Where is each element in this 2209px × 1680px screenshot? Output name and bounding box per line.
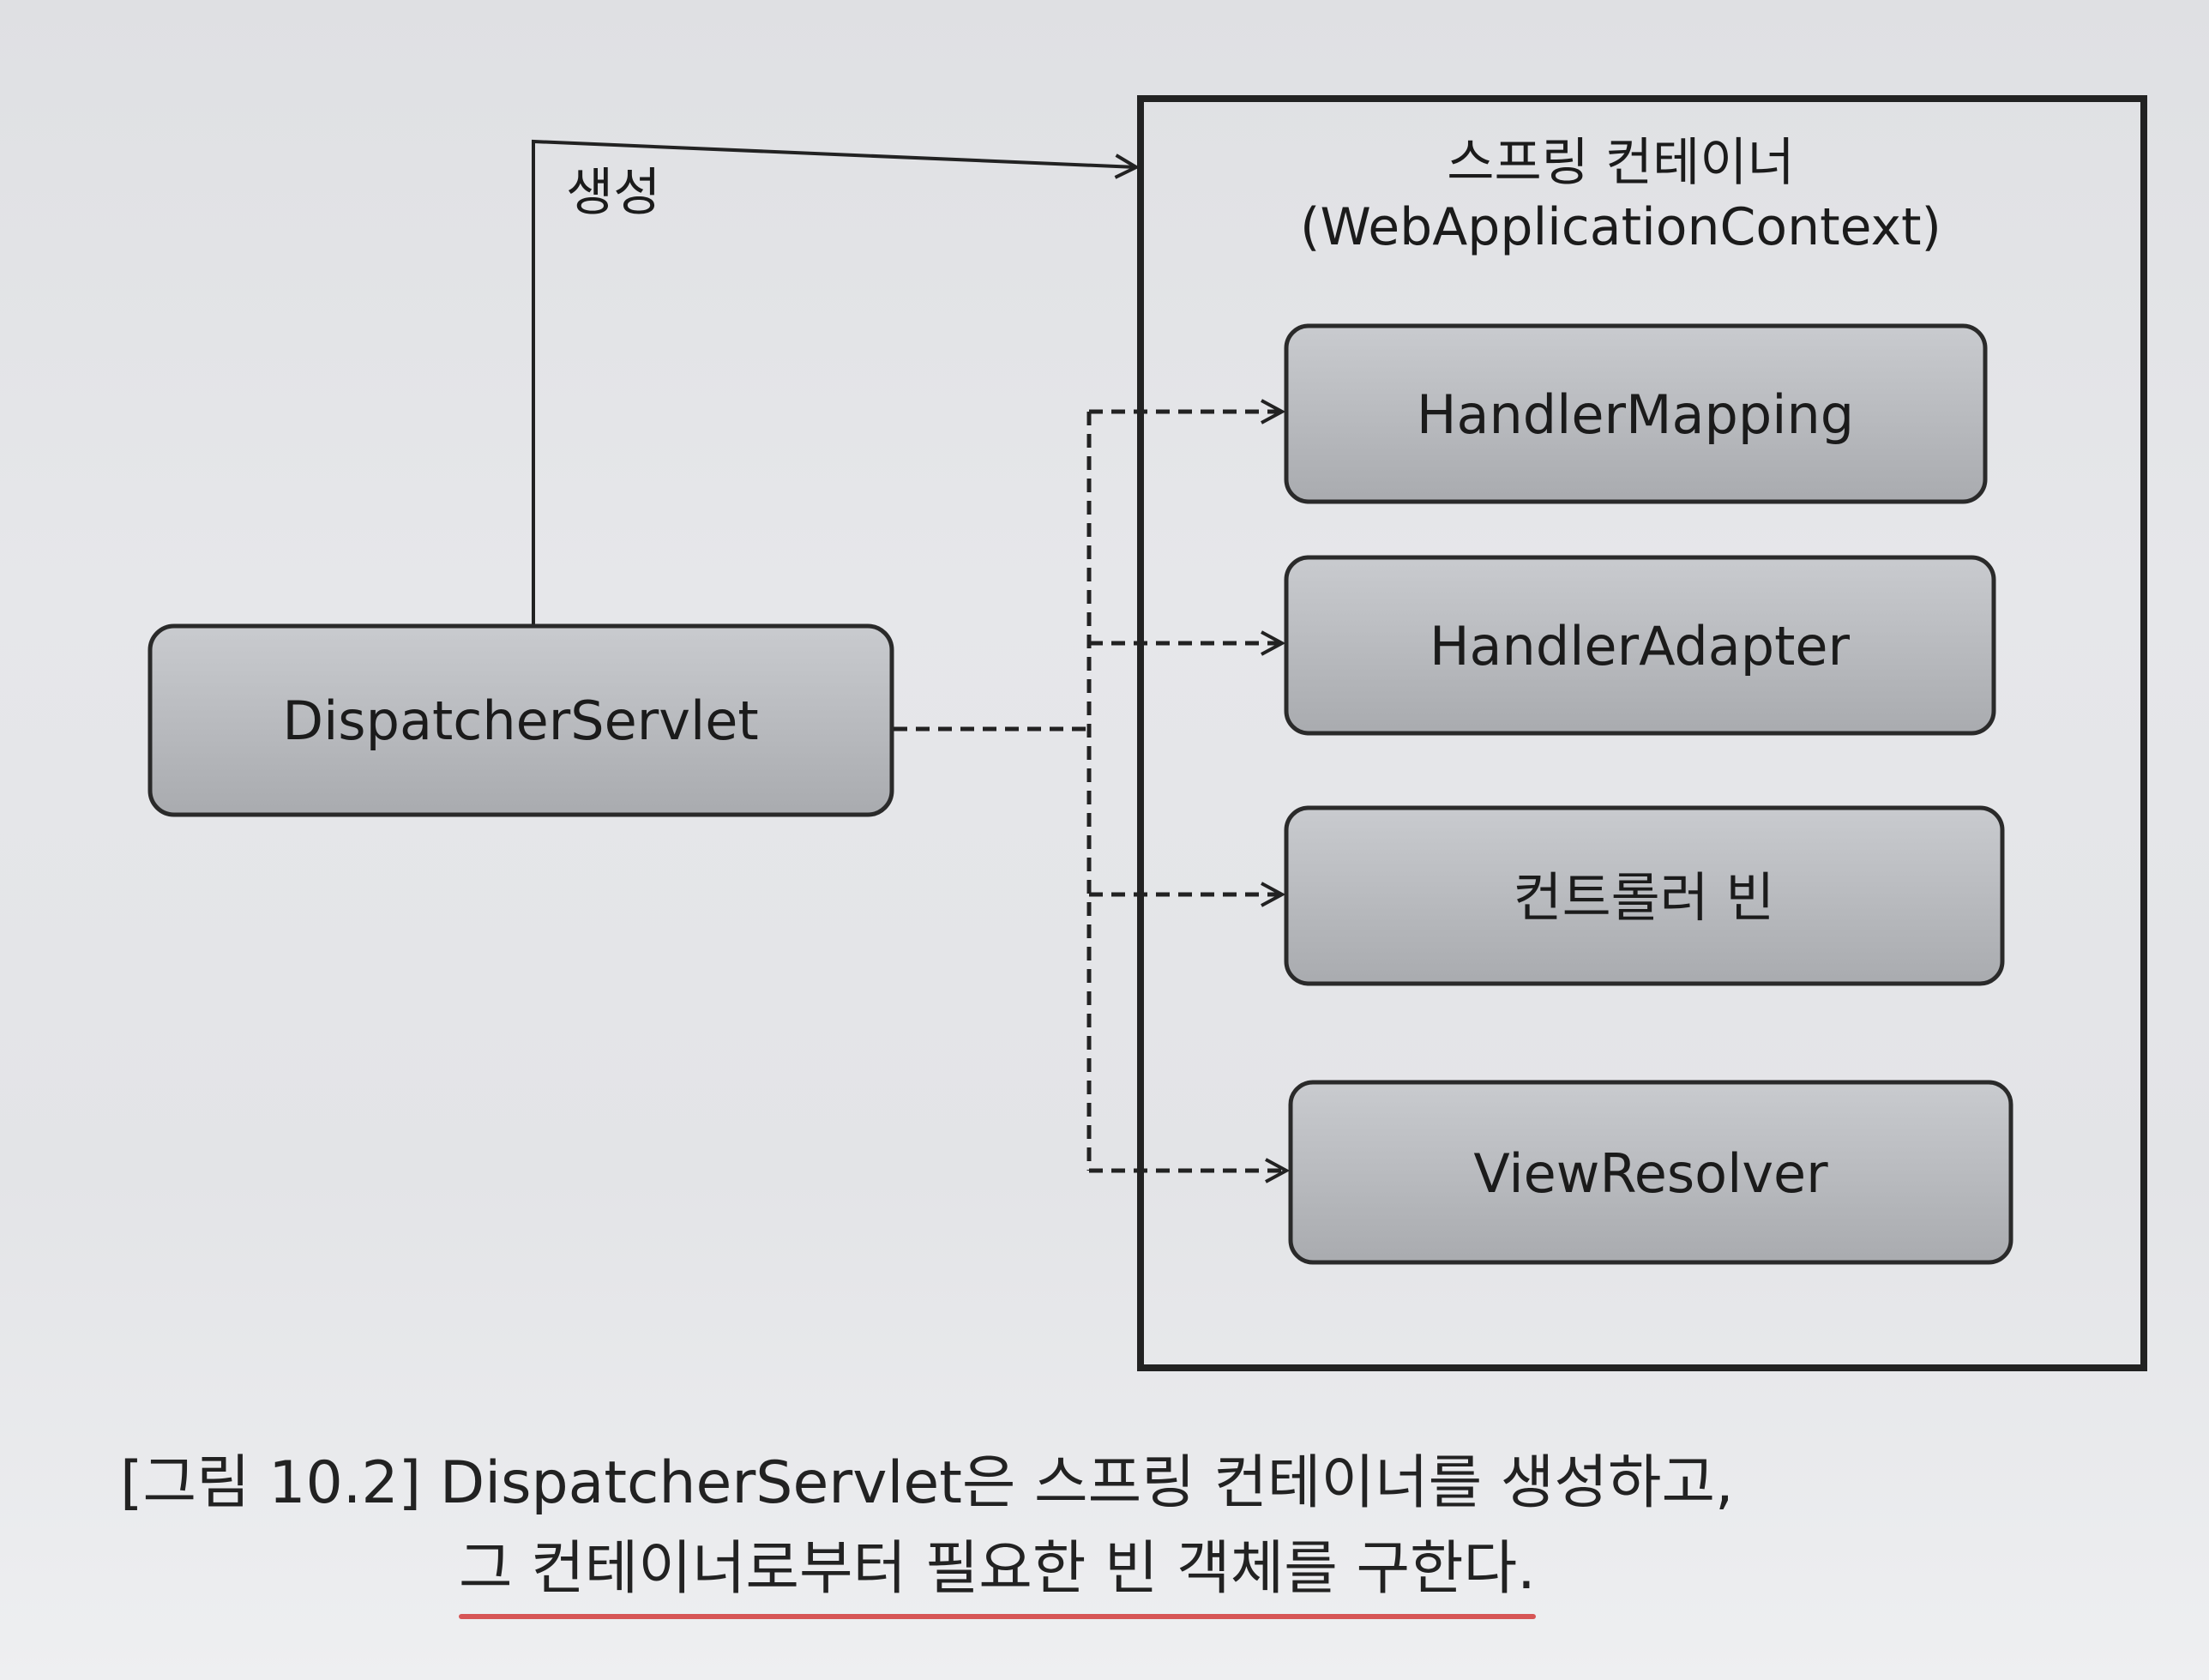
container-subtitle: (WebApplicationContext): [1300, 197, 1941, 257]
spring-container-box: [1137, 95, 2147, 1371]
view-resolver-box: [1288, 1080, 2013, 1265]
bean-controller: 컨트롤러 빈: [1089, 805, 2005, 986]
caption-line-1: [그림 10.2] DispatcherServlet은 스프링 컨테이너를 생…: [120, 1441, 1734, 1526]
figure-caption: [그림 10.2] DispatcherServlet은 스프링 컨테이너를 생…: [120, 1441, 1734, 1619]
caption-prefix: [그림 10.2]: [120, 1449, 422, 1517]
view-resolver-label: ViewResolver: [1473, 1142, 1828, 1205]
create-label: 생성: [566, 163, 660, 223]
caption-line2-text: 그 컨테이너로부터 필요한 빈 객체를 구한다.: [459, 1535, 1536, 1603]
controller-bean-box: [1284, 805, 2005, 986]
controller-bean-label: 컨트롤러 빈: [1514, 866, 1775, 929]
caption-line1-text: DispatcherServlet은 스프링 컨테이너를 생성하고,: [439, 1449, 1734, 1517]
handler-mapping-label: HandlerMapping: [1417, 383, 1854, 446]
handler-adapter-box: [1284, 555, 1996, 736]
create-arrow: [532, 139, 1136, 630]
bean-handler-mapping: HandlerMapping: [1089, 323, 1988, 504]
bean-handler-adapter: HandlerAdapter: [1089, 555, 1996, 736]
dispatcher-servlet-node: DispatcherServlet: [147, 623, 894, 817]
caption-line-2: 그 컨테이너로부터 필요한 빈 객체를 구한다.: [120, 1526, 1536, 1619]
dispatcher-servlet-box: [147, 623, 894, 817]
bean-view-resolver: ViewResolver: [1089, 1080, 2013, 1265]
red-underline: [459, 1614, 1536, 1619]
container-title: 스프링 컨테이너: [1447, 133, 1794, 193]
handler-mapping-box: [1284, 323, 1988, 504]
dispatcher-servlet-label: DispatcherServlet: [282, 689, 758, 752]
handler-adapter-label: HandlerAdapter: [1430, 615, 1851, 677]
